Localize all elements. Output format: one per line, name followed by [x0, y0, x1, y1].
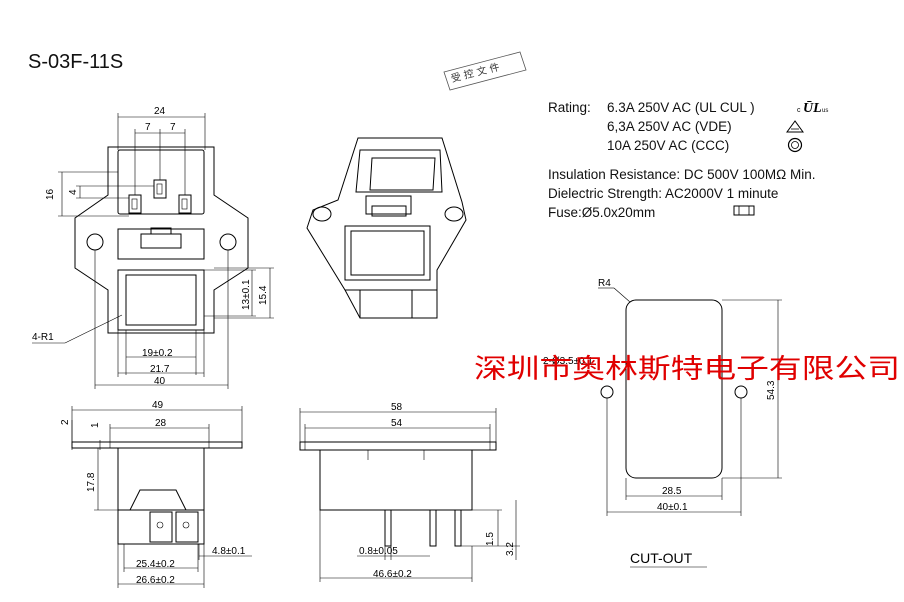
dim-cutout-40: 40±0.1: [657, 502, 688, 513]
dim-26-6: 26.6±0.2: [136, 575, 175, 586]
dim-46-6: 46.6±0.2: [373, 569, 412, 580]
dim-49: 49: [152, 400, 164, 411]
dim-40: 40: [154, 376, 166, 387]
side-view: 49 28 2 1 17.8 4.8±0.1 25.4±0.2 26.6±0.2: [60, 400, 252, 588]
front-view: 24 7 7 16 4 13±0.1 15.4 4-R1 19±0.2 21.7: [32, 106, 274, 389]
rating-vde: 6,3A 250V AC (VDE): [607, 119, 732, 134]
rating-ccc: 10A 250V AC (CCC): [607, 138, 729, 153]
controlled-document-stamp: 受 控 文 件: [443, 51, 527, 91]
spec-block: Rating: 6.3A 250V AC (UL CUL ) 6,3A 250V…: [548, 100, 828, 220]
dim-4-8: 4.8±0.1: [212, 546, 246, 557]
top-view: 58 54 0.8±0.05 46.6±0.2 1.5 3.2: [299, 402, 520, 582]
dim-2: 2: [60, 419, 71, 425]
dim-54-3: 54.3: [766, 380, 777, 400]
dim-19: 19±0.2: [142, 348, 173, 359]
dim-58: 58: [391, 402, 403, 413]
insulation-resistance: Insulation Resistance: DC 500V 100MΩ Min…: [548, 167, 815, 182]
dim-0-8: 0.8±0.05: [359, 546, 398, 557]
dim-r4: R4: [598, 278, 611, 289]
dim-hole: 2-Ø3.5±0.1: [543, 356, 593, 367]
dim-21-7: 21.7: [150, 364, 170, 375]
dim-1: 1: [90, 422, 101, 428]
dim-28: 28: [155, 418, 167, 429]
dim-16: 16: [45, 188, 56, 200]
drawing-title: S-03F-11S: [28, 51, 123, 73]
cutout-label: CUT-OUT: [630, 550, 693, 566]
svg-text:us: us: [822, 108, 828, 114]
dim-25-4: 25.4±0.2: [136, 559, 175, 570]
dim-7a: 7: [145, 122, 151, 133]
company-watermark: 深圳市奥林斯特电子有限公司: [474, 354, 900, 385]
svg-text:c: c: [797, 107, 801, 114]
dim-28-5: 28.5: [662, 486, 682, 497]
rating-label: Rating:: [548, 100, 591, 115]
dim-13: 13±0.1: [241, 279, 252, 310]
dim-4: 4: [68, 189, 79, 195]
dim-3-2: 3.2: [505, 542, 516, 556]
isometric-view: [306, 137, 467, 319]
fuse-spec: Fuse:Ø5.0x20mm: [548, 205, 655, 220]
dim-24: 24: [154, 106, 166, 117]
fuse-icon: [733, 205, 755, 216]
rating-ul: 6.3A 250V AC (UL CUL ): [607, 100, 755, 115]
dim-15-4: 15.4: [258, 285, 269, 305]
dim-17-8: 17.8: [86, 472, 97, 492]
ccc-mark-icon: [787, 137, 803, 153]
svg-text:ŪL: ŪL: [803, 100, 822, 116]
cutout-view: R4 54.3 28.5 40±0.1 CUT-OUT: [598, 278, 782, 568]
dim-1-5: 1.5: [485, 532, 496, 546]
ul-cul-mark-icon: c ŪL us: [797, 100, 828, 116]
dim-7b: 7: [170, 122, 176, 133]
dim-4-r1: 4-R1: [32, 332, 54, 343]
dim-54: 54: [391, 418, 403, 429]
dielectric-strength: Dielectric Strength: AC2000V 1 minute: [548, 186, 778, 201]
vde-triangle-icon: [786, 120, 804, 133]
